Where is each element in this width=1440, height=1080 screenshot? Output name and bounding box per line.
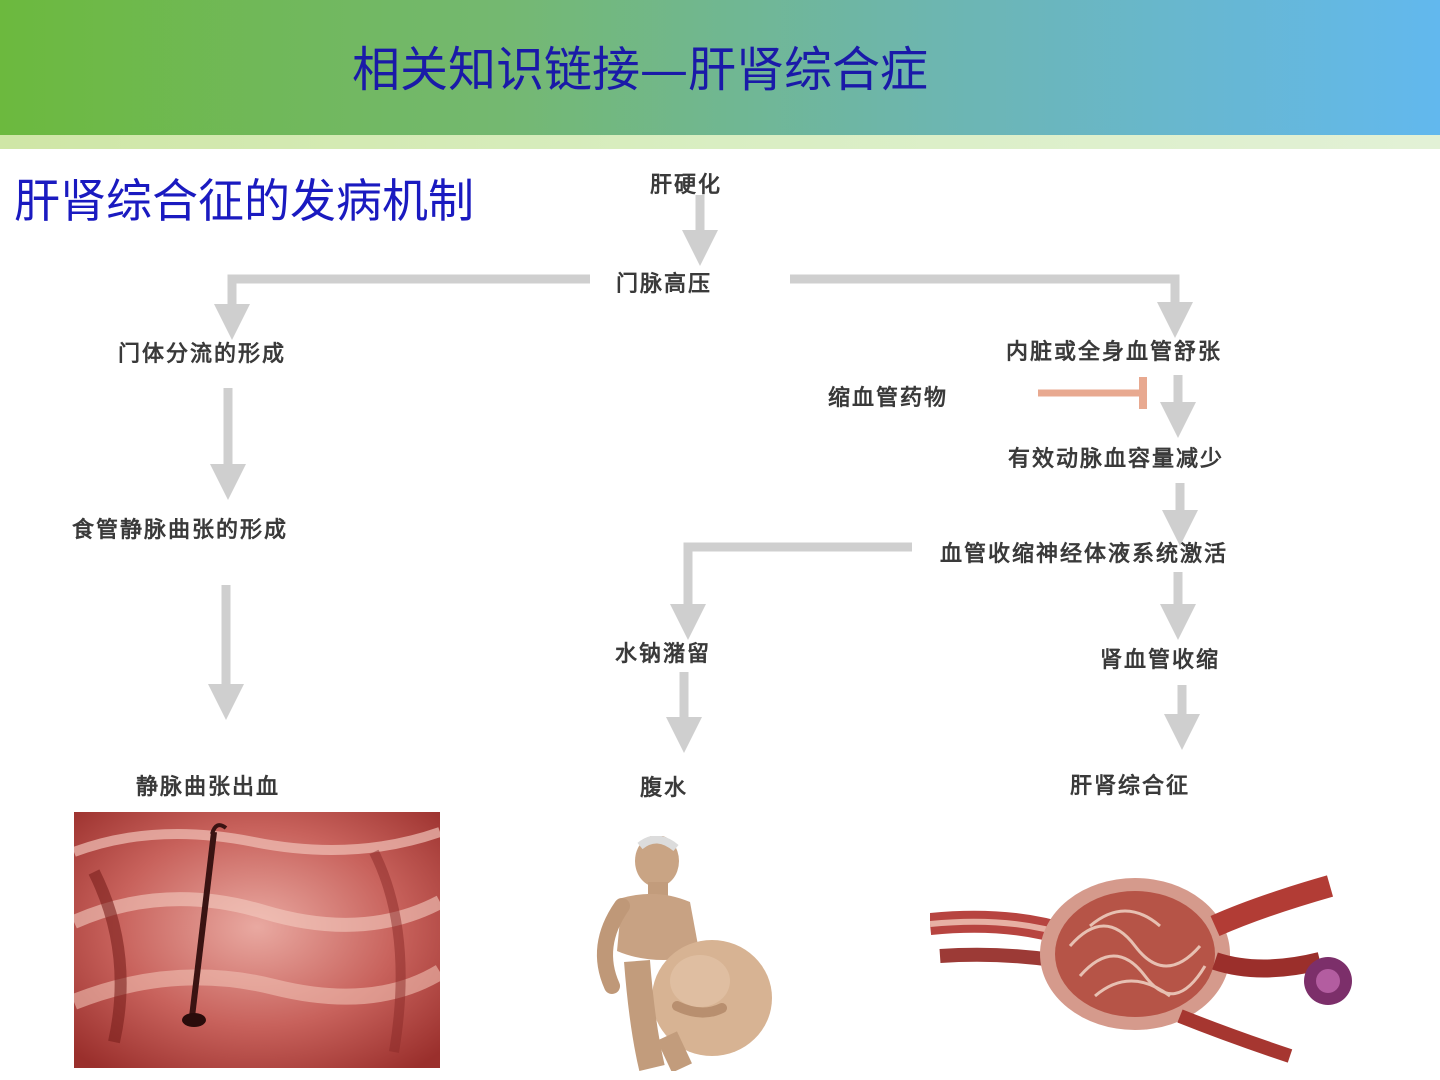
variceal-bleeding-image	[74, 812, 440, 1068]
node-renal-vasoconstriction: 肾血管收缩	[1100, 648, 1221, 673]
node-hepatorenal-syndrome: 肝肾综合征	[1070, 774, 1191, 799]
node-vasodilation: 内脏或全身血管舒张	[1006, 340, 1223, 365]
title-bar	[0, 0, 1440, 135]
arrow-portal-to-vasodilation	[790, 274, 1193, 338]
node-sodium-water-retention: 水钠潴留	[615, 642, 712, 667]
title-bar-strip	[0, 135, 1440, 149]
node-cirrhosis: 肝硬化	[650, 173, 723, 198]
node-ascites: 腹水	[640, 776, 689, 801]
node-neurohumoral-activation: 血管收缩神经体液系统激活	[940, 542, 1229, 567]
node-variceal-bleeding: 静脉曲张出血	[136, 775, 281, 800]
node-portal-hypertension: 门脉高压	[616, 272, 713, 297]
node-vasoconstrictor-drugs: 缩血管药物	[828, 386, 949, 411]
arrow-activation-to-retention	[670, 542, 912, 640]
arrow-portal-to-shunt	[214, 274, 590, 340]
ascites-image	[596, 836, 772, 1071]
glomerulus-image	[930, 875, 1352, 1063]
node-portosystemic-shunt: 门体分流的形成	[118, 342, 287, 367]
node-reduced-arterial-volume: 有效动脉血容量减少	[1008, 447, 1225, 472]
slide-title: 相关知识链接—肝肾综合症	[352, 42, 929, 98]
node-esophageal-varices: 食管静脉曲张的形成	[72, 518, 289, 543]
diagram-subtitle: 肝肾综合征的发病机制	[14, 174, 474, 228]
inhibit-arrow	[1038, 377, 1147, 409]
